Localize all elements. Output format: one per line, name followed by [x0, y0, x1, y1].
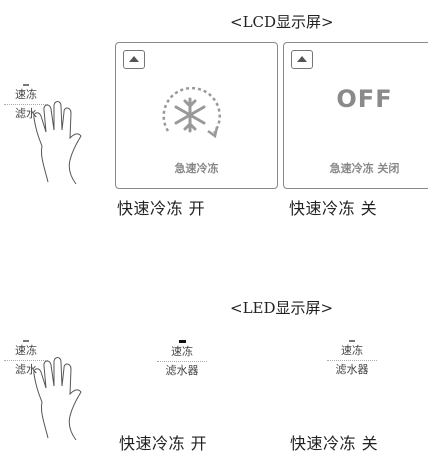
quick-freeze-button-led[interactable]: 速冻 滤水: [4, 340, 48, 378]
pointing-hand-icon: [33, 357, 82, 441]
button-label-quick-freeze: 速冻: [15, 344, 37, 357]
home-button[interactable]: [291, 50, 313, 69]
button-label-quick-freeze: 速冻: [15, 88, 37, 101]
lcd-panel-quick-freeze-off: OFF 急速冷冻 关闭: [283, 42, 428, 189]
divider: [157, 361, 207, 362]
divider: [4, 104, 48, 105]
led-label-water-filter: 滤水器: [165, 364, 199, 377]
lcd-panel-quick-freeze-on: 急速冷冻: [115, 42, 278, 189]
home-icon: [297, 56, 307, 62]
quick-freeze-button-lcd[interactable]: 速冻 滤水: [4, 84, 48, 122]
divider: [327, 360, 377, 361]
button-label-water-filter: 滤水: [15, 107, 37, 120]
home-icon: [129, 56, 139, 62]
refresh-arrow-icon: [162, 86, 221, 139]
led-panel-quick-freeze-off: 速冻 滤水器: [327, 340, 377, 378]
indicator-light: [23, 84, 29, 86]
quick-freeze-icon: [162, 86, 221, 139]
led-label-water-filter: 滤水器: [335, 363, 369, 376]
led-label-quick-freeze: 速冻: [341, 344, 363, 357]
pointing-hand-icon: [33, 101, 82, 185]
button-label-water-filter: 滤水: [15, 363, 37, 376]
divider: [4, 360, 48, 361]
status-off-text: OFF: [336, 85, 393, 113]
indicator-light-off: [349, 340, 355, 342]
snowflake-icon: [174, 97, 206, 133]
lcd-label-quick-freeze-off: 急速冷冻 关闭: [329, 162, 400, 175]
led-label-quick-freeze: 速冻: [171, 345, 193, 358]
led-panel-quick-freeze-on: 速冻 滤水器: [157, 340, 207, 379]
lcd-label-quick-freeze: 急速冷冻: [174, 162, 219, 175]
home-button[interactable]: [123, 50, 145, 69]
led-section-title: <LED显示屏>: [230, 299, 334, 317]
caption-lcd-off: 快速冷冻 关: [289, 199, 378, 218]
indicator-light-on: [178, 340, 186, 343]
caption-led-on: 快速冷冻 开: [119, 434, 208, 453]
caption-led-off: 快速冷冻 关: [290, 434, 379, 453]
indicator-light: [23, 340, 29, 342]
caption-lcd-on: 快速冷冻 开: [117, 199, 206, 218]
lcd-section-title: <LCD显示屏>: [230, 13, 334, 31]
